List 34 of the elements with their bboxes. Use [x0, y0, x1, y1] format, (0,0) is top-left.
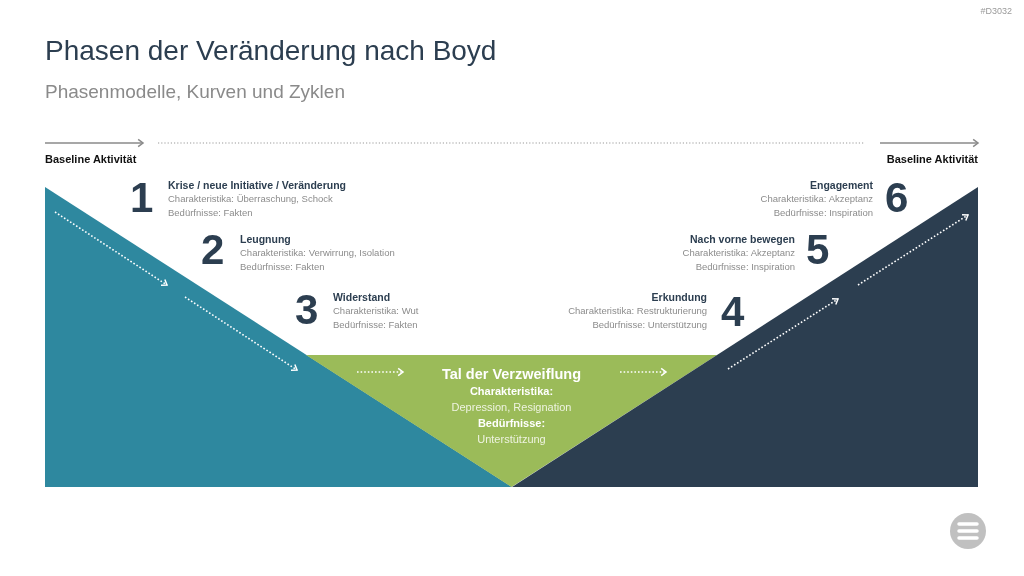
phase-heading: Engagement: [810, 178, 873, 192]
needs-text: Unterstützung: [477, 432, 546, 447]
step-number: 2: [201, 229, 225, 271]
phase-heading: Erkundung: [651, 290, 707, 304]
phase-heading: Nach vorne bewegen: [689, 232, 795, 246]
phase-heading: Leugnung: [240, 232, 291, 246]
phase-needs: Bedürfnisse: Fakten: [240, 260, 325, 274]
valley-heading: Tal der Verzweiflung: [441, 365, 582, 383]
phase-needs: Bedürfnisse: Fakten: [333, 318, 418, 332]
baseline-label: Baseline Aktivität: [886, 152, 978, 166]
characteristics-heading: Charakteristika:: [469, 384, 554, 399]
step-number: 5: [806, 229, 830, 271]
phase-characteristics: Charakteristika: Restrukturierung: [568, 304, 707, 318]
phase-characteristics: Charakteristika: Akzeptanz: [682, 246, 795, 260]
phase-characteristics: Charakteristika: Überraschung, Schock: [168, 192, 333, 206]
needs-heading: Bedürfnisse:: [477, 416, 546, 431]
phase-needs: Bedürfnisse: Unterstützung: [592, 318, 707, 332]
step-number: 1: [130, 177, 154, 219]
subtitle: Phasenmodelle, Kurven und Zyklen: [45, 80, 345, 104]
title: Phasen der Veränderung nach Boyd: [45, 34, 497, 68]
phase-needs: Bedürfnisse: Inspiration: [773, 206, 873, 220]
phase-characteristics: Charakteristika: Wut: [333, 304, 419, 318]
step-number: 3: [295, 289, 319, 331]
phase-needs: Bedürfnisse: Inspiration: [695, 260, 795, 274]
phase-heading: Widerstand: [333, 290, 391, 304]
phase-characteristics: Charakteristika: Akzeptanz: [760, 192, 873, 206]
slide-id: #D3032: [980, 6, 1012, 17]
phase-needs: Bedürfnisse: Fakten: [168, 206, 253, 220]
phase-heading: Krise / neue Initiative / Veränderung: [168, 178, 346, 192]
step-number: 4: [721, 291, 745, 333]
phase-characteristics: Charakteristika: Verwirrung, Isolation: [240, 246, 395, 260]
baseline-label: Baseline Aktivität: [45, 152, 137, 166]
characteristics-text: Depression, Resignation: [451, 400, 572, 415]
step-number: 6: [885, 177, 909, 219]
